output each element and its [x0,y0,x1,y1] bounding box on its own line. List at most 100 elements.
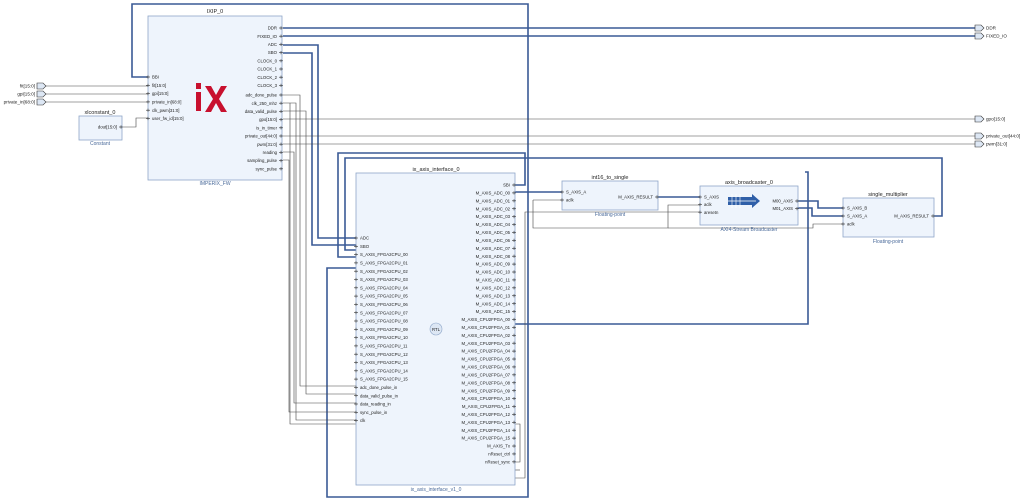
port-s-axis-fpga2cpu-05[interactable]: S_AXIS_FPGA2CPU_05 [354,294,408,299]
port-sbo[interactable]: SBO [354,244,370,249]
external-port-private_out[interactable]: private_out[44:0] [974,132,1020,140]
single-multiplier-block[interactable]: single_multiplier Floating-point S_AXIS_… [841,192,935,245]
port-s-axis-fpga2cpu-06[interactable]: S_AXIS_FPGA2CPU_06 [354,302,408,307]
port-m-axis-adc-03[interactable]: M_AXIS_ADC_03 [476,214,516,219]
port-m-axis-cpu2fpga-08[interactable]: M_AXIS_CPU2FPGA_08 [462,380,516,385]
port-private-out-44-0[interactable]: private_out[44:0] [245,134,283,139]
port-s-axis-fpga2cpu-10[interactable]: S_AXIS_FPGA2CPU_10 [354,335,408,340]
port-s-axis-a[interactable]: S_AXIS_A [560,190,586,195]
port-adc[interactable]: ADC [354,236,369,241]
xlconstant-block[interactable]: xlconstant_0 Constant dout[15:0] [78,110,123,147]
axis-interface-block[interactable]: ix_axis_interface_0 ix_axis_interface_v1… [354,167,516,493]
port-s-axis[interactable]: S_AXIS [698,195,719,200]
port-s-axis-b[interactable]: S_AXIS_B [841,206,867,211]
port-m-axis-adc-08[interactable]: M_AXIS_ADC_08 [476,254,516,259]
port-s-axis-fpga2cpu-09[interactable]: S_AXIS_FPGA2CPU_09 [354,327,408,332]
port-s-axis-fpga2cpu-01[interactable]: S_AXIS_FPGA2CPU_01 [354,261,408,266]
port-m-axis-adc-00[interactable]: M_AXIS_ADC_00 [476,191,516,196]
port-m-axis-adc-12[interactable]: M_AXIS_ADC_12 [476,285,516,290]
port-s-axis-fpga2cpu-15[interactable]: S_AXIS_FPGA2CPU_15 [354,377,408,382]
port-m-axis-cpu2fpga-05[interactable]: M_AXIS_CPU2FPGA_05 [462,357,516,362]
external-port-fit[interactable]: fit[15:0] [20,82,47,90]
port-adc-done-pulse-in[interactable]: adc_done_pulse_in [354,385,398,390]
external-port-gpi[interactable]: gpi[15:0] [17,90,47,98]
port-sampling-pulse[interactable]: sampling_pulse [247,158,283,163]
external-port-gpo[interactable]: gpo[15:0] [974,115,1005,123]
port-m-axis-adc-09[interactable]: M_AXIS_ADC_09 [476,262,516,267]
port-m-axis-cpu2fpga-13[interactable]: M_AXIS_CPU2FPGA_13 [462,420,516,425]
port-gpi-15-0[interactable]: gpi[15:0] [146,91,169,96]
port-nreset-ctrl[interactable]: nReset_ctrl [488,452,516,457]
port-s-axis-fpga2cpu-02[interactable]: S_AXIS_FPGA2CPU_02 [354,269,408,274]
external-port-private_in[interactable]: private_in[68:0] [4,98,47,106]
port-m-axis-cpu2fpga-09[interactable]: M_AXIS_CPU2FPGA_09 [462,388,516,393]
port-m-axis-adc-10[interactable]: M_AXIS_ADC_10 [476,270,516,275]
port-m-axis-adc-11[interactable]: M_AXIS_ADC_11 [476,278,516,283]
port-m-axis-cpu2fpga-15[interactable]: M_AXIS_CPU2FPGA_15 [462,436,516,441]
port-user-fw-id-15-0[interactable]: user_fw_id[15:0] [146,116,184,121]
int16-to-single-block[interactable]: int16_to_single Floating-point S_AXIS_Aa… [560,175,659,218]
axis-broadcaster-block[interactable]: axis_broadcaster_0 AXI4-Stream Broadcast… [698,180,799,233]
port-s-axis-fpga2cpu-12[interactable]: S_AXIS_FPGA2CPU_12 [354,352,408,357]
port-sync-pulse[interactable]: sync_pulse [256,166,284,171]
port-m-axis-adc-14[interactable]: M_AXIS_ADC_14 [476,301,516,306]
port-adc[interactable]: ADC [268,42,283,47]
port-m-axis-cpu2fpga-03[interactable]: M_AXIS_CPU2FPGA_03 [462,341,516,346]
port-m-axis-adc-13[interactable]: M_AXIS_ADC_13 [476,293,516,298]
port-m-axis-result[interactable]: M_AXIS_RESULT [894,214,935,219]
ixip-block[interactable]: IXIP_0 IMPERIX_FW BBIfit[15:0]gpi[15:0]p… [146,9,283,187]
port-aclk[interactable]: aclk [698,202,712,207]
external-port-pwm[interactable]: pwm[31:0] [974,140,1007,148]
port-m00-axis[interactable]: M00_AXIS [772,199,799,204]
port-m-axis-cpu2fpga-07[interactable]: M_AXIS_CPU2FPGA_07 [462,372,516,377]
port-data-reading-in[interactable]: data_reading_in [354,402,391,407]
port-private-in-68-0[interactable]: private_in[68:0] [146,100,181,105]
external-port-ddr[interactable]: DDR [974,24,997,32]
external-port-fixed_io[interactable]: FIXED_IO [974,32,1007,40]
port-m-axis-cpu2fpga-01[interactable]: M_AXIS_CPU2FPGA_01 [462,325,516,330]
port-bbi[interactable]: BBI [146,75,159,80]
port-adc-done-pulse[interactable]: adc_done_pulse [245,93,283,98]
port-s-axis-fpga2cpu-13[interactable]: S_AXIS_FPGA2CPU_13 [354,360,408,365]
port-is-in-timer[interactable]: is_in_timer [256,125,283,130]
port-m-axis-cpu2fpga-02[interactable]: M_AXIS_CPU2FPGA_02 [462,333,516,338]
port-m-axis-cpu2fpga-12[interactable]: M_AXIS_CPU2FPGA_12 [462,412,516,417]
port-m-axis-cpu2fpga-06[interactable]: M_AXIS_CPU2FPGA_06 [462,365,516,370]
port-m-axis-adc-01[interactable]: M_AXIS_ADC_01 [476,198,516,203]
port-s-axis-fpga2cpu-03[interactable]: S_AXIS_FPGA2CPU_03 [354,277,408,282]
port-s-axis-fpga2cpu-11[interactable]: S_AXIS_FPGA2CPU_11 [354,344,408,349]
port-s-axis-fpga2cpu-08[interactable]: S_AXIS_FPGA2CPU_08 [354,319,408,324]
port-m-axis-adc-07[interactable]: M_AXIS_ADC_07 [476,246,516,251]
port-clock-3[interactable]: CLOCK_3 [257,83,283,88]
port-pwm-31-0[interactable]: pwm[31:0] [257,142,283,147]
port-m-axis-cpu2fpga-00[interactable]: M_AXIS_CPU2FPGA_00 [462,317,516,322]
port-data-valid-pulse-in[interactable]: data_valid_pulse_in [354,393,399,398]
port-s-axis-fpga2cpu-00[interactable]: S_AXIS_FPGA2CPU_00 [354,252,408,257]
port-m-axis-tx[interactable]: M_AXIS_Tx [487,444,516,449]
port-clk-pwm-31-0[interactable]: clk_pwm[31:0] [146,108,179,113]
port-data-valid-pulse[interactable]: data_valid_pulse [245,109,283,114]
port-s-axis-a[interactable]: S_AXIS_A [841,214,867,219]
port-dout-15-0[interactable]: dout[15:0] [98,125,123,130]
port-clk-250-mhz[interactable]: clk_250_mhz [252,101,283,106]
port-s-axis-fpga2cpu-14[interactable]: S_AXIS_FPGA2CPU_14 [354,368,408,373]
port-clock-2[interactable]: CLOCK_2 [257,75,283,80]
port-m-axis-result[interactable]: M_AXIS_RESULT [618,195,659,200]
port-m-axis-cpu2fpga-04[interactable]: M_AXIS_CPU2FPGA_04 [462,349,516,354]
port-m-axis-adc-02[interactable]: M_AXIS_ADC_02 [476,206,516,211]
port-m-axis-cpu2fpga-10[interactable]: M_AXIS_CPU2FPGA_10 [462,396,516,401]
port-m-axis-adc-15[interactable]: M_AXIS_ADC_15 [476,309,516,314]
port-sbo[interactable]: SBO [268,50,283,55]
port-m-axis-adc-05[interactable]: M_AXIS_ADC_05 [476,230,516,235]
port-m01-axis[interactable]: M01_AXIS [772,206,799,211]
port-clock-0[interactable]: CLOCK_0 [257,58,283,63]
port-clk[interactable]: clk [354,418,366,423]
port-fit-15-0[interactable]: fit[15:0] [146,83,166,88]
port-sync-pulse-in[interactable]: sync_pulse_in [354,410,388,415]
port-m-axis-adc-04[interactable]: M_AXIS_ADC_04 [476,222,516,227]
port-s-axis-fpga2cpu-04[interactable]: S_AXIS_FPGA2CPU_04 [354,285,408,290]
port-aclk[interactable]: aclk [560,198,574,203]
port-clock-1[interactable]: CLOCK_1 [257,67,283,72]
port-m-axis-adc-06[interactable]: M_AXIS_ADC_06 [476,238,516,243]
